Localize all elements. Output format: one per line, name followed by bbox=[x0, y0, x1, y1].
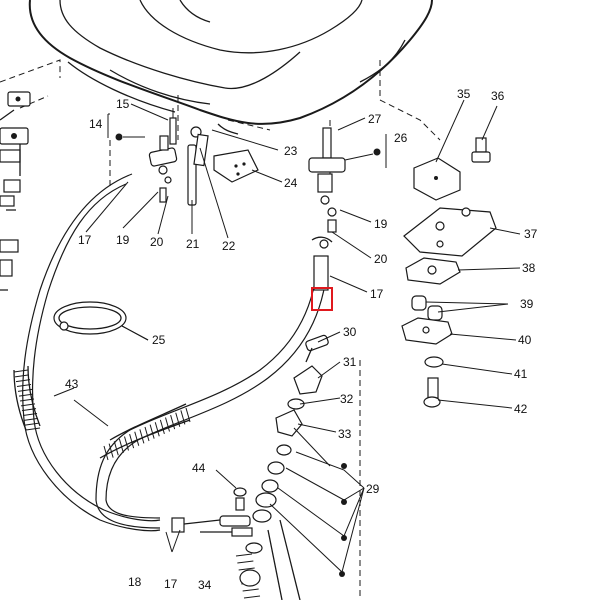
callout-33: 33 bbox=[338, 427, 352, 441]
corrugation-tick bbox=[16, 384, 32, 387]
callout-15: 15 bbox=[116, 97, 130, 111]
callout-17-left: 17 bbox=[78, 233, 92, 247]
callout-labels: 15 14 17 19 20 21 22 23 24 27 26 19 20 1… bbox=[65, 87, 538, 592]
callout-30: 30 bbox=[343, 325, 357, 339]
callout-29: 29 bbox=[366, 482, 380, 496]
callout-27: 27 bbox=[368, 112, 382, 126]
corrugation-tick bbox=[113, 441, 119, 456]
corrugation-tick bbox=[13, 369, 29, 373]
hose-clip bbox=[53, 301, 149, 341]
corrugation-tick bbox=[237, 560, 254, 564]
corrugation-tick bbox=[175, 412, 181, 427]
corrugation-tick bbox=[235, 553, 253, 557]
corrugation-tick bbox=[103, 445, 109, 461]
callout-39: 39 bbox=[520, 297, 534, 311]
corrugation-tick bbox=[139, 429, 145, 444]
corrugation-tick bbox=[185, 407, 191, 423]
callout-24: 24 bbox=[284, 176, 298, 190]
corrugation-tick bbox=[124, 436, 129, 451]
callout-38: 38 bbox=[522, 261, 536, 275]
callout-20-left: 20 bbox=[150, 235, 164, 249]
parts-21-24 bbox=[187, 123, 259, 206]
callout-22: 22 bbox=[222, 239, 236, 253]
corrugation-tick bbox=[242, 588, 259, 592]
callout-34: 34 bbox=[198, 578, 212, 592]
corrugation-tick bbox=[24, 422, 40, 426]
corrugation-tick bbox=[134, 431, 140, 446]
corrugation-tick bbox=[25, 427, 41, 431]
bracket-stack bbox=[401, 137, 497, 408]
callout-19-right: 19 bbox=[374, 217, 388, 231]
corrugation-tick bbox=[17, 388, 33, 392]
callout-35: 35 bbox=[457, 87, 471, 101]
fuel-hoses bbox=[13, 173, 329, 532]
corrugation-tick bbox=[170, 414, 176, 430]
callout-23: 23 bbox=[284, 144, 298, 158]
callout-37: 37 bbox=[524, 227, 538, 241]
corrugation-tick bbox=[144, 426, 150, 442]
callout-31: 31 bbox=[343, 355, 357, 369]
fuel-tank bbox=[28, 0, 433, 125]
corrugation-tick bbox=[18, 393, 34, 397]
leader-lines bbox=[53, 99, 521, 573]
callout-32: 32 bbox=[340, 392, 354, 406]
callout-19-left: 19 bbox=[116, 233, 130, 247]
corrugation-tick bbox=[129, 433, 135, 449]
callout-42: 42 bbox=[514, 402, 528, 416]
callout-14: 14 bbox=[89, 117, 103, 131]
corrugation-tick bbox=[154, 422, 160, 437]
callout-20-right: 20 bbox=[374, 252, 388, 266]
fuel-cock-left bbox=[115, 108, 178, 203]
corrugation-tick bbox=[23, 417, 39, 421]
corrugation-tick bbox=[180, 410, 186, 425]
corrugation-tick bbox=[108, 443, 114, 458]
corrugation-tick bbox=[20, 403, 36, 407]
left-edge-parts bbox=[0, 91, 31, 291]
fuel-pump-parts bbox=[171, 334, 329, 600]
corrugation-tick bbox=[21, 408, 37, 412]
corrugation-tick bbox=[15, 379, 31, 383]
corrugation-tick bbox=[243, 595, 261, 599]
callout-17-bottom: 17 bbox=[164, 577, 178, 591]
corrugation-tick bbox=[238, 567, 255, 571]
callout-43: 43 bbox=[65, 377, 79, 391]
callout-41: 41 bbox=[514, 367, 528, 381]
callout-26: 26 bbox=[394, 131, 408, 145]
selection-highlight-box bbox=[311, 287, 333, 311]
corrugation-tick bbox=[14, 374, 30, 378]
callout-25: 25 bbox=[152, 333, 166, 347]
callout-36: 36 bbox=[491, 89, 505, 103]
callout-21: 21 bbox=[186, 237, 200, 251]
corrugation-tick bbox=[149, 424, 155, 439]
callout-44: 44 bbox=[192, 461, 206, 475]
corrugation-tick bbox=[22, 413, 38, 416]
corrugation-tick bbox=[165, 417, 170, 432]
callout-40: 40 bbox=[518, 333, 532, 347]
corrugation-tick bbox=[159, 419, 165, 435]
fuel-cock-right bbox=[308, 127, 381, 249]
corrugation-tick bbox=[118, 438, 124, 454]
corrugation-tick bbox=[19, 398, 35, 402]
reference-dots bbox=[339, 463, 347, 577]
callout-17-right: 17 bbox=[370, 287, 384, 301]
callout-18: 18 bbox=[128, 575, 142, 589]
